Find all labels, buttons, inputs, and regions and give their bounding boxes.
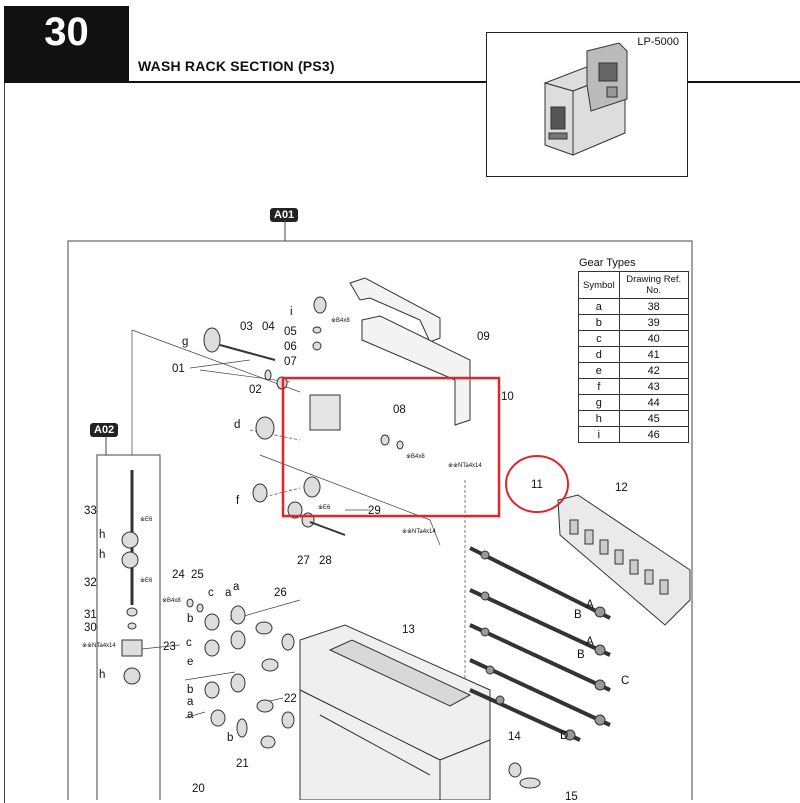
part-label-32: 32 [84, 577, 97, 589]
part-label-09: 09 [477, 331, 490, 343]
highlight-circle [505, 455, 569, 513]
part-label-03: 03 [240, 321, 253, 333]
gear-label-h-3: h [99, 669, 105, 681]
part-label-24: 24 [172, 569, 185, 581]
gear-label-h-2: h [99, 549, 105, 561]
gear-table-header-row: Symbol Drawing Ref. No. [578, 271, 689, 299]
frame-bracket-09 [349, 277, 471, 426]
part-label-05: 05 [284, 326, 297, 338]
printer-thumbnail-image [543, 42, 628, 156]
roller-label-C: C [621, 675, 629, 687]
fastener-notes: ※B4x8 ※B4x8 ※B4x8 ※E6 ※E6 ※E6 ※※NTa4x14 … [82, 317, 482, 649]
gear-label-i: i [290, 306, 293, 318]
highlight-box [281, 376, 501, 518]
wash-rack-body-13 [299, 624, 491, 800]
part-label-23: 23 [163, 641, 176, 653]
gear-label-b-3: b [227, 732, 233, 744]
group-tag-a01: A01 [270, 208, 299, 222]
gear-label-a-3: a [187, 696, 194, 708]
part-label-25: 25 [191, 569, 204, 581]
gear-ref: 42 [618, 362, 689, 379]
fastener-note: ※E6 [140, 577, 153, 584]
roller-label-B-1: B [574, 609, 582, 621]
guide-plate-12 [557, 494, 691, 626]
part-label-27: 27 [297, 555, 310, 567]
gear-label-a-2: a [233, 581, 240, 593]
part-label-28: 28 [319, 555, 332, 567]
part-label-10: 10 [501, 391, 514, 403]
group-frames [67, 220, 693, 800]
part-label-31: 31 [84, 609, 97, 621]
part-label-14: 14 [508, 731, 521, 743]
part-label-20: 20 [192, 783, 205, 795]
fastener-note: ※E6 [318, 504, 331, 511]
part-label-26: 26 [274, 587, 287, 599]
fastener-note: ※B4x8 [331, 317, 350, 324]
fastener-note: ※B4x8 [162, 597, 181, 604]
gear-label-c-2: c [186, 637, 192, 649]
part-label-15: 15 [565, 791, 578, 800]
gear-label-b-1: b [187, 613, 193, 625]
fastener-note: ※B4x8 [406, 453, 425, 460]
section-number-box [4, 6, 129, 82]
fastener-note: ※E6 [140, 516, 153, 523]
part-label-29: 29 [368, 505, 381, 517]
header-rule [4, 81, 800, 83]
gear-label-a-4: a [187, 709, 194, 721]
part-number-labels: 01 02 03 04 05 06 07 08 09 10 11 12 13 1… [84, 321, 628, 800]
group-tag-a02: A02 [90, 423, 119, 437]
part-label-21: 21 [236, 758, 249, 770]
gear-label-d: d [234, 419, 240, 431]
gear-ref: 38 [618, 298, 689, 315]
gear-label-b-2: b [187, 684, 193, 696]
part-label-30: 30 [84, 622, 97, 634]
gear-label-c-1: c [208, 587, 214, 599]
part-label-13: 13 [402, 624, 415, 636]
gear-letter-labels: i g d f h h h c a a b c e b a a b A B A … [99, 306, 629, 744]
roller-label-A-1: A [586, 599, 594, 611]
gear-ref: 46 [618, 426, 689, 443]
gear-label-h-1: h [99, 529, 105, 541]
model-thumbnail: LP-5000 [486, 32, 688, 177]
fastener-note: ※※NTa4x14 [402, 528, 436, 535]
part-label-12: 12 [615, 482, 628, 494]
rollers [469, 546, 611, 742]
gear-label-e: e [187, 656, 193, 668]
section-title: WASH RACK SECTION (PS3) [138, 58, 335, 74]
roller-label-B-2: B [577, 649, 585, 661]
part-label-33: 33 [84, 505, 97, 517]
part-label-06: 06 [284, 341, 297, 353]
section-number: 30 [44, 10, 89, 54]
gear-label-f: f [236, 495, 240, 507]
part-label-07: 07 [284, 356, 297, 368]
gears-and-parts [121, 296, 541, 789]
model-label: LP-5000 [637, 36, 679, 48]
part-label-01: 01 [172, 363, 185, 375]
roller-label-A-2: A [586, 636, 594, 648]
part-label-11: 11 [531, 479, 543, 491]
roller-label-D: D [560, 730, 568, 742]
fastener-note: ※※NTa4x14 [82, 642, 116, 649]
part-label-04: 04 [262, 321, 275, 333]
part-label-22: 22 [284, 693, 297, 705]
frame-line [4, 83, 5, 803]
gear-label-a-1: a [225, 587, 232, 599]
gear-label-g: g [182, 336, 188, 348]
gear-col-symbol: Symbol [578, 271, 620, 299]
part-label-02: 02 [249, 384, 262, 396]
gear-types-title: Gear Types [579, 257, 636, 269]
fastener-note: ※※NTa4x14 [448, 462, 482, 469]
gear-ref: 41 [618, 346, 689, 363]
part-label-08: 08 [393, 404, 406, 416]
